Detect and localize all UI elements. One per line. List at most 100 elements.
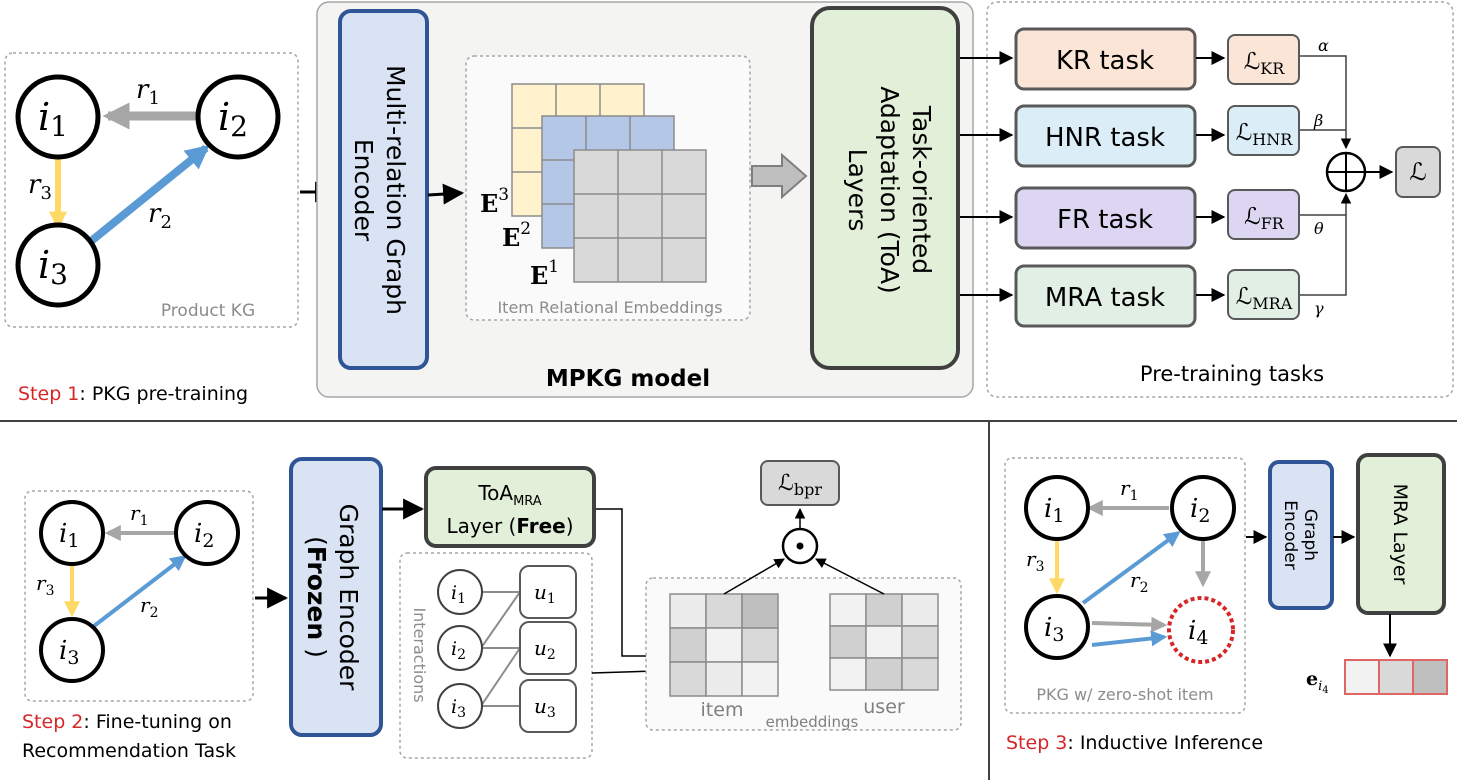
- encoder-label-line1: Multi-relation Graph: [381, 65, 410, 315]
- step3-graph-encoder: [1268, 460, 1334, 610]
- mra-task-label: MRA task: [1045, 283, 1165, 313]
- edge-r2: [87, 144, 210, 246]
- hnr-task-box: [1014, 104, 1197, 168]
- loss-fr-box: [1227, 189, 1300, 240]
- step3-edge-i3-to-i4-blue: [1091, 630, 1168, 647]
- weight-alpha: α: [1318, 36, 1329, 55]
- step3-output-embedding: [1344, 659, 1448, 695]
- step2-node-i3-label: i3: [59, 636, 79, 669]
- weight-beta: β: [1313, 111, 1323, 130]
- step2-user-u2-label: u2: [534, 636, 556, 663]
- step2-edge-r2-label: r2: [140, 593, 158, 621]
- step2-connector-toa-to-embeddings: [596, 508, 658, 662]
- step2-edge-r2: [92, 555, 187, 628]
- loss-fr-label: ℒFR: [1244, 204, 1285, 233]
- step3-node-i3-label: i3: [1044, 613, 1064, 646]
- step2-interactions-label: Interactions: [410, 607, 429, 702]
- step3-edge-r2-label: r2: [1130, 568, 1148, 596]
- step3-node-i3: [1024, 594, 1090, 660]
- step3-node-i2: [1170, 475, 1236, 541]
- loss-mra-label: ℒMRA: [1236, 284, 1293, 313]
- step3-mra-label: MRA Layer: [1389, 484, 1411, 585]
- step2-interactions-frame: [399, 552, 593, 759]
- hnr-task-label: HNR task: [1045, 123, 1165, 153]
- multi-relation-graph-encoder: [338, 9, 429, 370]
- step3-node-i1-label: i1: [1044, 494, 1064, 527]
- step2-arrow-item-to-dot: [723, 558, 785, 595]
- step2-item-label: item: [701, 699, 744, 721]
- step1-section: i1 i2 i3 r1 r3 r2 Product KG Step 1: PKG…: [4, 1, 1454, 405]
- step3-kg-frame: [1004, 457, 1246, 714]
- product-kg-frame: [4, 52, 299, 328]
- step3-encoder-label-group: Graph Encoder: [1280, 500, 1320, 570]
- step3-edge-r3-label: r3: [1026, 547, 1044, 575]
- toa-label-group: Task-oriented Adaptation (ToA) Layers: [843, 86, 936, 294]
- step2-edge-r3-label: r3: [36, 571, 54, 599]
- pretraining-tasks-title: Pre-training tasks: [1140, 362, 1324, 386]
- toa-label-line2: Adaptation (ToA): [875, 86, 904, 294]
- step2-graph-encoder-frozen: [289, 457, 383, 737]
- step3-node-i2-label: i2: [1190, 494, 1210, 527]
- step2-int-node-i1: [437, 569, 483, 615]
- toa-layers: [810, 6, 960, 370]
- step3-label: Step 3: Inductive Inference: [1006, 732, 1263, 754]
- total-loss-label: ℒ: [1409, 158, 1426, 186]
- step2-interactions-label-group: Interactions: [410, 607, 429, 702]
- loss-hnr-label: ℒHNR: [1236, 120, 1294, 149]
- edge-r1-label: r1: [136, 75, 160, 109]
- mpkg-model-title: MPKG model: [546, 366, 710, 392]
- step2-int-node-i2: [437, 625, 483, 671]
- step2-node-i2-label: i2: [194, 519, 214, 552]
- step2-user-u3-label: u3: [534, 694, 556, 721]
- step3-edge-r2: [1081, 531, 1181, 605]
- step2-int-i3-label: i3: [451, 696, 466, 721]
- connector-fr-to-sum: [1300, 192, 1352, 216]
- node-i1-label: i1: [38, 95, 68, 143]
- step3-section: i1 i2 i3 i4 r1 r3 r2 PKG w/ zero-shot it…: [1004, 453, 1448, 754]
- e3-label: E3: [480, 185, 509, 218]
- step3-output-label: ei4: [1306, 668, 1329, 696]
- step3-node-i1: [1024, 475, 1090, 541]
- step2-toa-line2: Layer (Free): [446, 514, 573, 538]
- weight-gamma: γ: [1314, 299, 1324, 318]
- toa-label-line3: Layers: [843, 149, 872, 232]
- step2-toa-line1: ToAMRA: [477, 481, 541, 509]
- kr-task-label: KR task: [1056, 46, 1154, 76]
- step2-edge-r1-label: r1: [130, 501, 148, 529]
- step2-embeddings-label: embeddings: [766, 713, 859, 731]
- mra-task-box: [1014, 264, 1197, 328]
- embedding-matrix-e1: [573, 149, 707, 283]
- step2-int-node-i3: [437, 683, 483, 729]
- node-i3: [15, 222, 101, 308]
- step3-mra-label-group: MRA Layer: [1389, 484, 1411, 585]
- node-i2: [195, 74, 281, 160]
- encoder-label-line2: Encoder: [349, 139, 378, 242]
- step3-edge-i3-to-i4-gray: [1091, 616, 1168, 633]
- edge-r2-label: r2: [148, 199, 172, 233]
- loss-mra-box: [1227, 269, 1300, 320]
- step2-item-matrix: [669, 593, 779, 697]
- step2-user-label: user: [863, 696, 905, 718]
- step2-section: i1 i2 i3 r1 r3 r2 Step 2: Fine-tuning on…: [22, 457, 962, 762]
- encoder-label-group: Multi-relation Graph Encoder: [349, 65, 410, 315]
- step2-node-i2: [174, 500, 240, 566]
- kr-task-box: [1014, 27, 1197, 91]
- step3-encoder-line2: Encoder: [1280, 500, 1300, 570]
- node-i3-label: i3: [38, 243, 68, 291]
- step2-node-i1-label: i1: [59, 519, 79, 552]
- step2-encoder-line1: Graph Encoder: [334, 504, 363, 692]
- step2-node-i1: [39, 500, 105, 566]
- step2-user-matrix: [829, 593, 939, 691]
- step2-user-u3: [519, 679, 577, 733]
- product-kg-caption: Product KG: [161, 301, 255, 321]
- connector-mra-to-sum: [1300, 215, 1347, 296]
- step3-node-i4-zero-shot: [1167, 596, 1235, 664]
- pretraining-tasks-frame: [986, 1, 1454, 398]
- e2-label: E2: [502, 219, 531, 252]
- fr-task-label: FR task: [1057, 205, 1153, 235]
- total-loss-box: [1395, 146, 1441, 198]
- step2-label-line2: Recommendation Task: [22, 740, 236, 762]
- connector-kr-to-sum: [1300, 55, 1352, 150]
- step3-edge-r1-label: r1: [1120, 476, 1138, 504]
